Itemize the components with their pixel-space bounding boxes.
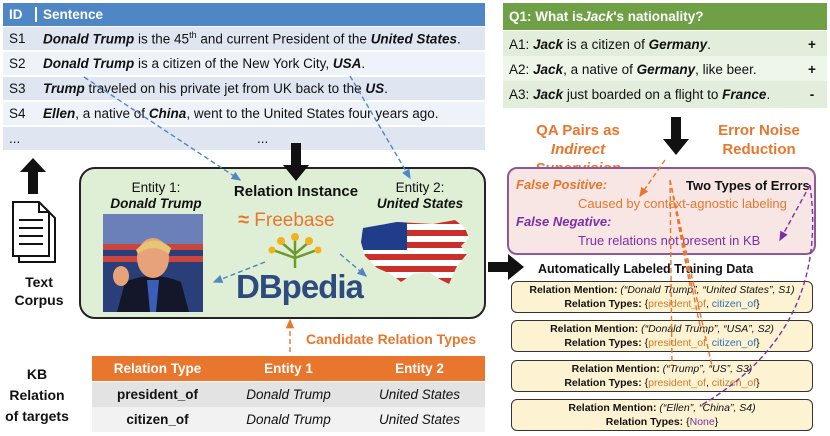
- false-positive-desc: Caused by context-agnostic labeling: [578, 196, 787, 211]
- sentence-fragment: .: [361, 56, 366, 71]
- purple-dashed-line: [699, 184, 814, 407]
- sentence-id: S2: [9, 56, 26, 71]
- blue-dashed-arrow: [83, 76, 242, 181]
- sentence-fragment: and current President of the: [196, 31, 371, 47]
- entity-mention: US: [365, 81, 385, 96]
- sentence-superscript: th: [189, 30, 197, 41]
- donald-trump-photo: [103, 214, 203, 312]
- error-types-title: Two Types of Errors: [686, 178, 810, 193]
- answer-row: A1: Jack is a citizen of Germany. +: [503, 31, 827, 58]
- sentence-fragment: traveled on his private jet from UK back…: [84, 81, 366, 96]
- sentence-row: S1 Donald Trump is the 45th and current …: [3, 27, 485, 50]
- sentence-id: S1: [9, 31, 26, 46]
- answer-sign: +: [808, 62, 816, 77]
- entity-mention: Ellen: [43, 106, 76, 121]
- freebase-logo: ≈ Freebase: [238, 209, 335, 231]
- entity-mention: Donald Trump: [43, 56, 135, 71]
- false-positive-label: False Positive:: [516, 177, 608, 192]
- entity-mention: United States: [370, 31, 457, 47]
- entity-mention: USA: [332, 56, 362, 71]
- answer-row: A3: Jack just boarded on a flight to Fra…: [503, 81, 827, 108]
- sentence-row: ... ...: [3, 127, 485, 150]
- up-arrow-icon: [20, 158, 46, 194]
- orange-dashed-line: [669, 179, 713, 367]
- sentence-text: Donald Trump is the 45th and current Pre…: [37, 30, 485, 47]
- entity-mention: China: [148, 106, 187, 121]
- sentence-row: S2 Donald Trump is a citizen of the New …: [3, 52, 485, 75]
- down-arrow-icon: [283, 143, 309, 181]
- answer-row: A2: Jack, a native of Germany, like beer…: [503, 56, 827, 83]
- labeled-mention-box: Relation Mention: (“Donald Trump”, “Unit…: [511, 281, 813, 313]
- sentence-id: ...: [9, 131, 21, 146]
- relation-instance-title: Relation Instance: [233, 183, 359, 200]
- dbpedia-tree-icon: [268, 233, 322, 268]
- false-negative-desc: True relations not present in KB: [578, 233, 761, 248]
- document-icon: [12, 201, 56, 263]
- question-suffix: 's nationality?: [613, 9, 704, 24]
- sentence-text: Donald Trump is a citizen of the New Yor…: [37, 56, 485, 71]
- entity2-name: United States: [376, 196, 464, 211]
- blue-dashed-arrow: [339, 253, 368, 277]
- sentence-fragment: .: [384, 81, 388, 96]
- answer-sign: +: [808, 37, 816, 52]
- question-prefix: Q1: What is: [509, 9, 584, 24]
- sentence-text: ...: [37, 131, 485, 146]
- freebase-text: Freebase: [254, 210, 335, 231]
- false-negative-label: False Negative:: [516, 214, 612, 229]
- auto-labeled-title: Automatically Labeled Training Data: [538, 262, 754, 276]
- down-arrow-icon: [663, 117, 689, 155]
- right-arrow-icon: [488, 254, 524, 280]
- sentence-fragment: , a native of: [75, 106, 149, 121]
- sentence-text: Ellen, a native of China, went to the Un…: [37, 106, 485, 121]
- sentence-fragment: is a citizen of the New York City,: [134, 56, 333, 71]
- sentence-table-header: ID Sentence: [3, 3, 485, 26]
- id-header: ID: [3, 7, 37, 22]
- sentence-row: S4 Ellen, a native of China, went to the…: [3, 102, 485, 125]
- blue-dashed-arrow: [212, 261, 266, 283]
- sentence-text: Trump traveled on his private jet from U…: [37, 81, 485, 96]
- entity-mention: Donald Trump: [43, 31, 135, 47]
- sentence-fragment: , went to the United States four years a…: [186, 106, 439, 121]
- sentence-fragment: .: [456, 31, 461, 47]
- error-types-box: [507, 167, 816, 255]
- sentence-fragment: is the 45: [134, 31, 190, 47]
- labeled-mention-box: Relation Mention: (“Donald Trump”, “USA”…: [511, 320, 813, 352]
- answer-sign: -: [809, 87, 815, 102]
- entity1-label: Entity 1:: [131, 180, 181, 195]
- blue-dashed-arrow: [349, 75, 411, 180]
- dbpedia-logo: DBpedia: [236, 268, 364, 305]
- entity1-name: Donald Trump: [110, 196, 202, 211]
- sentence-id: S3: [9, 81, 26, 96]
- sentence-fragment: ...: [257, 131, 269, 146]
- question-entity: Jack: [583, 9, 614, 24]
- candidate-relation-label: Candidate Relation Types: [306, 331, 477, 347]
- orange-dashed-arrow: [639, 159, 666, 198]
- entity2-label: Entity 2:: [395, 180, 445, 195]
- purple-dashed-arrow: [779, 184, 811, 242]
- sentence-row: S3 Trump traveled on his private jet fro…: [3, 77, 485, 100]
- entity-mention: Trump: [43, 81, 85, 96]
- question-header: Q1: What is Jack's nationality?: [503, 3, 827, 30]
- labeled-mention-box: Relation Mention: (“Trump”, “US”, S3) Re…: [511, 360, 813, 392]
- labeled-mention-box: Relation Mention: (“Ellen”, “China”, S4)…: [511, 399, 813, 431]
- us-flag-map: [361, 220, 469, 284]
- sentence-header: Sentence: [43, 7, 104, 22]
- sentence-id: S4: [9, 106, 26, 121]
